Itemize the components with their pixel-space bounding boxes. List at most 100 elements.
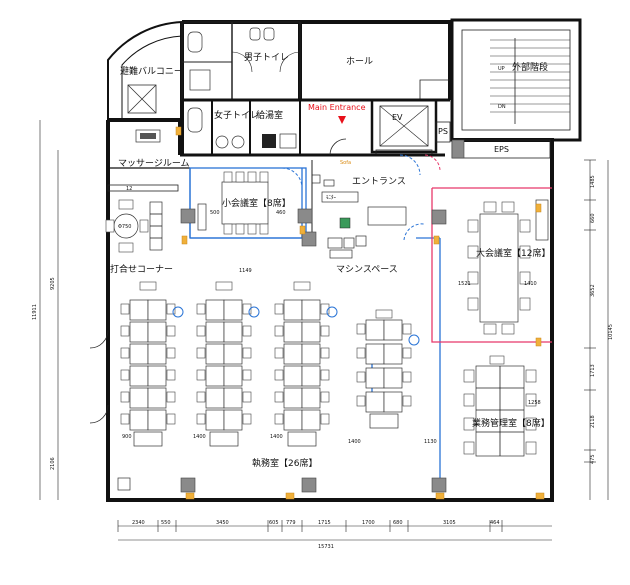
stair-treads [490,39,570,113]
chair [196,369,206,381]
chair [274,347,284,359]
eps-label: EPS [494,145,509,154]
desk [147,365,167,387]
chair [196,303,206,315]
svg-text:Φ750: Φ750 [118,224,131,230]
cabinet [209,431,239,447]
chair [402,395,412,407]
dim-segment-label: 680 [393,520,403,526]
svg-text:1410: 1410 [524,281,537,287]
chair [166,347,176,359]
dim-left-upper: 9205 [50,277,56,290]
chair [356,395,366,407]
entrance-arrow-icon [338,116,346,124]
svg-text:1258: 1258 [528,400,541,406]
business-room: 1258 [463,355,541,457]
chair [120,325,130,337]
desk [223,365,243,387]
chair [166,413,176,425]
svg-text:460: 460 [276,210,286,216]
kitchenette-room [262,100,301,155]
dim-segment-label: 660 [590,213,596,223]
accessibility-icon [248,306,260,318]
chair [166,303,176,315]
dim-segment-label: 550 [161,520,171,526]
chair [402,347,412,359]
chair [196,347,206,359]
desk [383,319,403,341]
cabinet [133,431,163,447]
desk [205,343,225,365]
chair [320,347,330,359]
door-markers [175,126,545,500]
massage-room-label: マッサージルーム [118,158,190,169]
small-meeting-room: 500 460 [189,167,307,239]
desk [223,343,243,365]
massage-room [108,129,190,169]
machine-space-label: マシンスペース [336,265,398,275]
chair [166,391,176,403]
kitchenette-label: 給湯室 [256,109,283,121]
chair [242,369,252,381]
dim-segment-label: 3450 [216,520,229,526]
svg-text:500: 500 [210,210,220,216]
dim-segment-label: 464 [490,520,500,526]
desk [383,343,403,365]
chair [356,347,366,359]
desk-cluster [196,281,260,447]
desk-cluster [274,281,338,447]
desk [129,387,149,409]
hall-label: ホール [346,56,373,67]
cabinet [369,413,399,429]
desk [301,343,321,365]
accessibility-icon [172,306,184,318]
desk [129,409,149,431]
dim-1149: 1149 [239,268,252,274]
chair [320,303,330,315]
chair [274,369,284,381]
desk [283,343,303,365]
desk [147,321,167,343]
desk [205,409,225,431]
chair [356,323,366,335]
desk-cluster [356,309,420,429]
desk [129,343,149,365]
desk [365,319,385,341]
dim-segment-label: 779 [286,520,296,526]
chair [274,325,284,337]
desk [365,367,385,389]
dim-900: 900 [122,434,132,440]
desk [129,365,149,387]
svg-text:1521: 1521 [458,281,471,287]
entrance-furniture: ﾓﾆﾀｰ [281,154,441,241]
entrance-label: エントランス [352,176,406,187]
desk [147,409,167,431]
desk [223,387,243,409]
dim-left-overall: 11911 [32,304,38,320]
dimension-lines [39,120,609,541]
chair [274,391,284,403]
chair [320,413,330,425]
chair [196,325,206,337]
dim-segment-label: 1713 [590,364,596,377]
chair [242,413,252,425]
meeting-corner: Φ750 12 [105,184,179,253]
main-entrance-label: Main Entrance [308,103,366,112]
chair [196,391,206,403]
desk [383,391,403,413]
dim-segment-label: 2340 [132,520,145,526]
chair [274,303,284,315]
desk [147,299,167,321]
chair [320,369,330,381]
dim-1130: 1130 [424,439,437,445]
chair [274,413,284,425]
chair [242,391,252,403]
desk [283,409,303,431]
dim-segment-label: 3652 [590,284,596,297]
wc-sign [117,477,131,491]
desk [283,299,303,321]
evac-balcony-label: 避難バルコニー [120,65,183,77]
desk [147,387,167,409]
dim-1400-a: 1400 [193,434,206,440]
desk [129,299,149,321]
